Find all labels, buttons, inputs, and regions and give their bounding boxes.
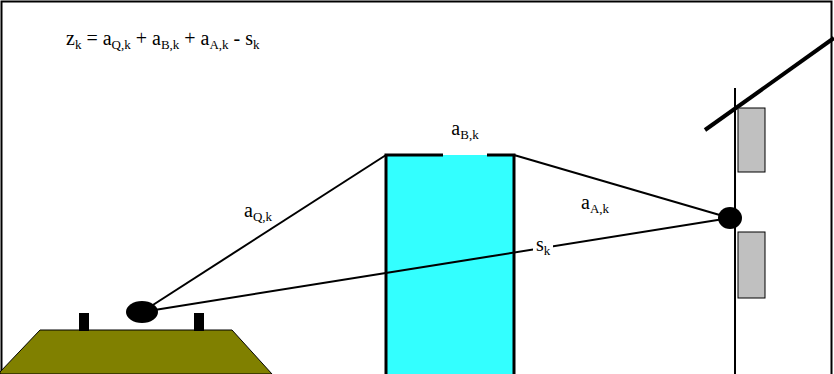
rail [194,313,204,331]
subscript: B,k [161,37,179,52]
distance-line [142,155,386,312]
distance-label: aQ,k [244,198,272,222]
distance-label: aB,k [448,116,481,140]
subscript: Q,k [253,209,272,224]
barrier-block [386,155,514,374]
house-wall [734,88,736,374]
subscript: k [253,37,260,52]
distance-label: sk [533,232,553,256]
subscript: k [544,243,551,258]
distance-line [142,218,730,312]
subscript: B,k [460,127,478,142]
window [738,108,765,172]
subscript: A,k [209,37,228,52]
rail [79,313,89,331]
barrier-top [487,154,516,157]
subscript: A,k [590,201,609,216]
subscript: k [75,37,82,52]
subscript: Q,k [112,37,131,52]
formula: zk = aQ,k + aB,k + aA,k - sk [66,26,260,50]
house-roof [705,38,834,130]
barrier-edge [385,155,388,374]
distance-label: aA,k [578,190,612,214]
barrier-edge [513,155,516,374]
source-point [126,301,158,323]
window [738,232,765,298]
distance-line [514,155,730,218]
track-embankment [0,330,272,374]
receiver-point [718,207,742,229]
barrier-top [385,154,444,157]
